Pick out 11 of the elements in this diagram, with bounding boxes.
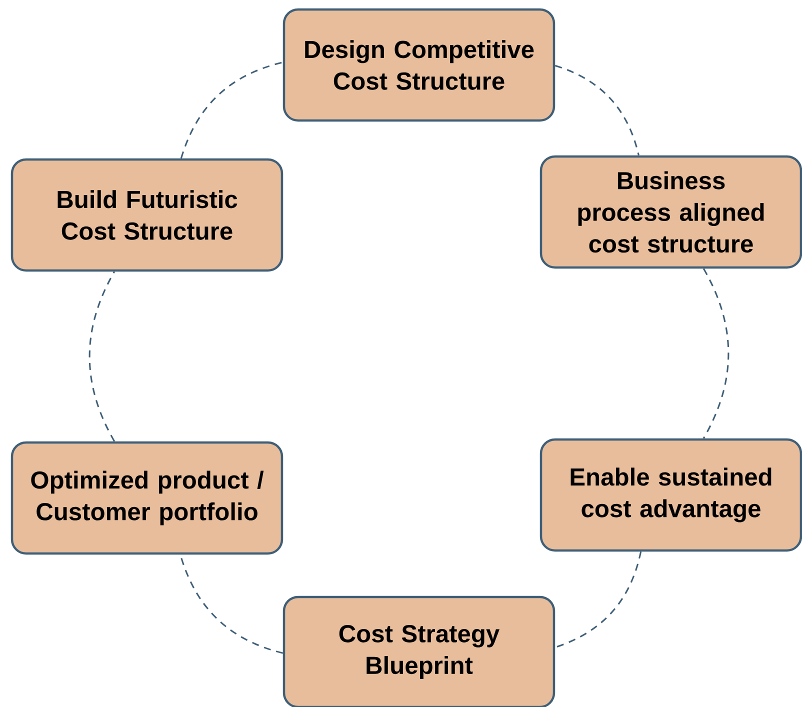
dashed-arc [554,551,642,648]
dashed-arc [702,268,730,439]
process-box: Cost Strategy Blueprint [282,596,556,707]
dashed-arc [554,64,640,156]
process-box: Business process aligned cost structure [540,155,802,269]
process-box: Design Competitive Cost Structure [282,8,556,122]
process-box: Build Futuristic Cost Structure [10,158,284,272]
dashed-arc [88,271,116,442]
process-box: Enable sustained cost advantage [540,438,802,552]
dashed-arc [180,62,284,159]
process-box: Optimized product / Customer portfolio [10,441,284,555]
